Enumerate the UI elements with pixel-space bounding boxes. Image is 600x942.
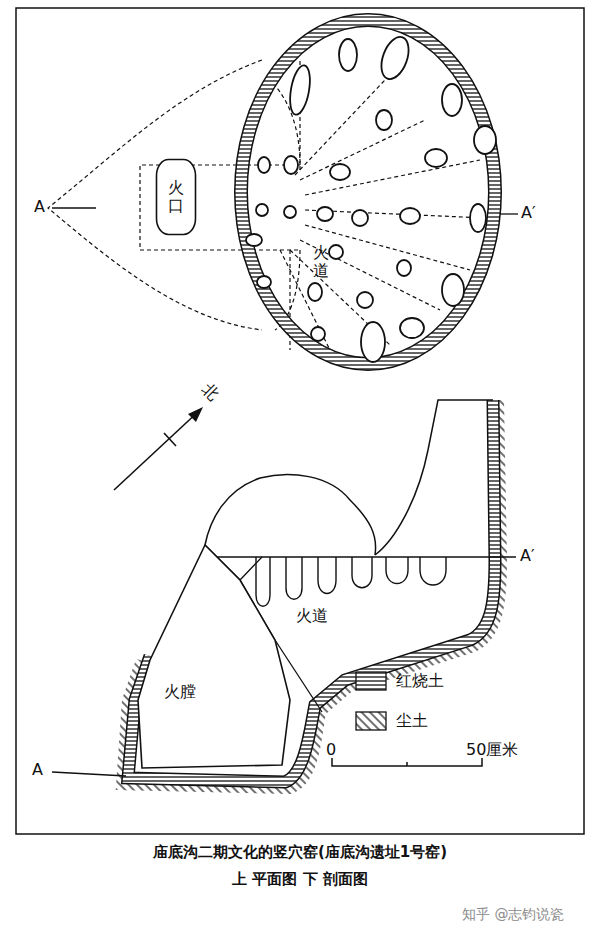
scale-number: 50厘米 [466, 740, 518, 759]
firebox-shape: 火膛 [136, 540, 296, 772]
section-marker: A′ [521, 203, 536, 222]
legend-text: 尘土 [396, 711, 428, 730]
north-label: 北 [198, 379, 223, 404]
legend-text: 红烧土 [396, 671, 444, 690]
section-marker: A [34, 197, 45, 216]
node-text: 火膛 [164, 682, 196, 703]
scale-number: 0 [326, 740, 336, 759]
part-name: 火道 [296, 606, 328, 625]
fire-mouth-box: 火口 [155, 158, 197, 236]
watermark: 知乎 @志钧说瓷 [462, 906, 564, 923]
caption-subline: 上 平面图 下 剖面图 [232, 870, 368, 888]
node-outline [136, 540, 296, 772]
section-marker: A [32, 760, 43, 779]
node-text: 火口 [168, 179, 184, 214]
part-name: 火道 [313, 244, 329, 279]
figure-caption: 庙底沟二期文化的竖穴窑(庙底沟遗址1号窑) [153, 843, 447, 861]
section-marker: A′ [520, 546, 535, 565]
